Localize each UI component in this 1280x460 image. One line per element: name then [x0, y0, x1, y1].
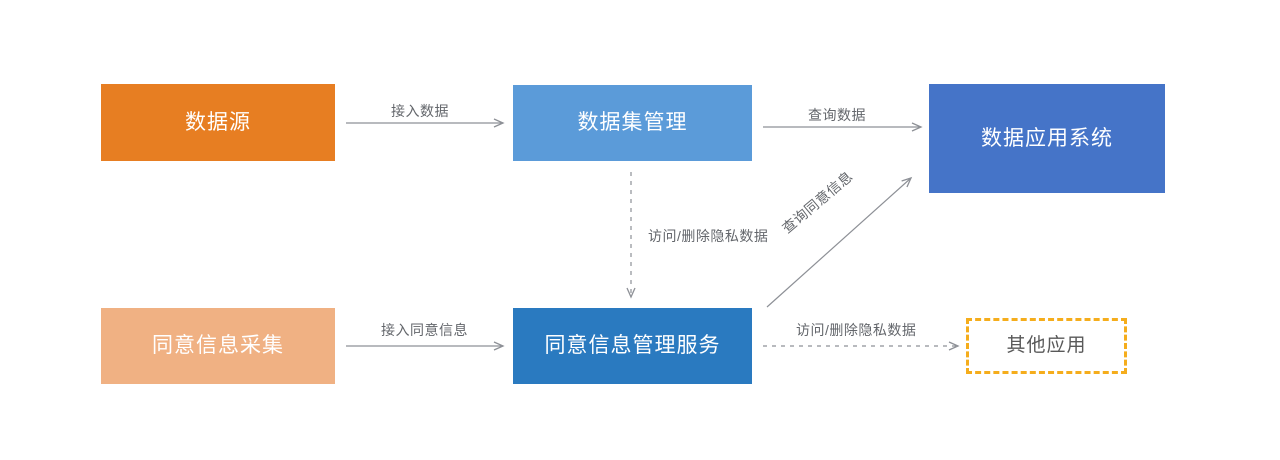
node-other-applications[interactable]: 其他应用 — [966, 318, 1127, 374]
edge-label-ingest-data: 接入数据 — [391, 103, 449, 119]
node-dataset-management[interactable]: 数据集管理 — [513, 85, 752, 161]
edge-label-access-delete-private-data-horizontal: 访问/删除隐私数据 — [796, 322, 917, 338]
edge-label-query-consent-info: 查询同意信息 — [778, 167, 856, 237]
node-data-application-system[interactable]: 数据应用系统 — [929, 84, 1165, 193]
edge-query-consent — [766, 176, 913, 308]
edge-label-query-data: 查询数据 — [808, 107, 866, 123]
node-consent-collection[interactable]: 同意信息采集 — [101, 308, 335, 384]
edge-label-ingest-consent-info: 接入同意信息 — [381, 322, 468, 338]
node-consent-management-service[interactable]: 同意信息管理服务 — [513, 308, 752, 384]
edge-label-access-delete-private-data-vertical: 访问/删除隐私数据 — [648, 228, 769, 244]
node-datasource[interactable]: 数据源 — [101, 84, 335, 161]
